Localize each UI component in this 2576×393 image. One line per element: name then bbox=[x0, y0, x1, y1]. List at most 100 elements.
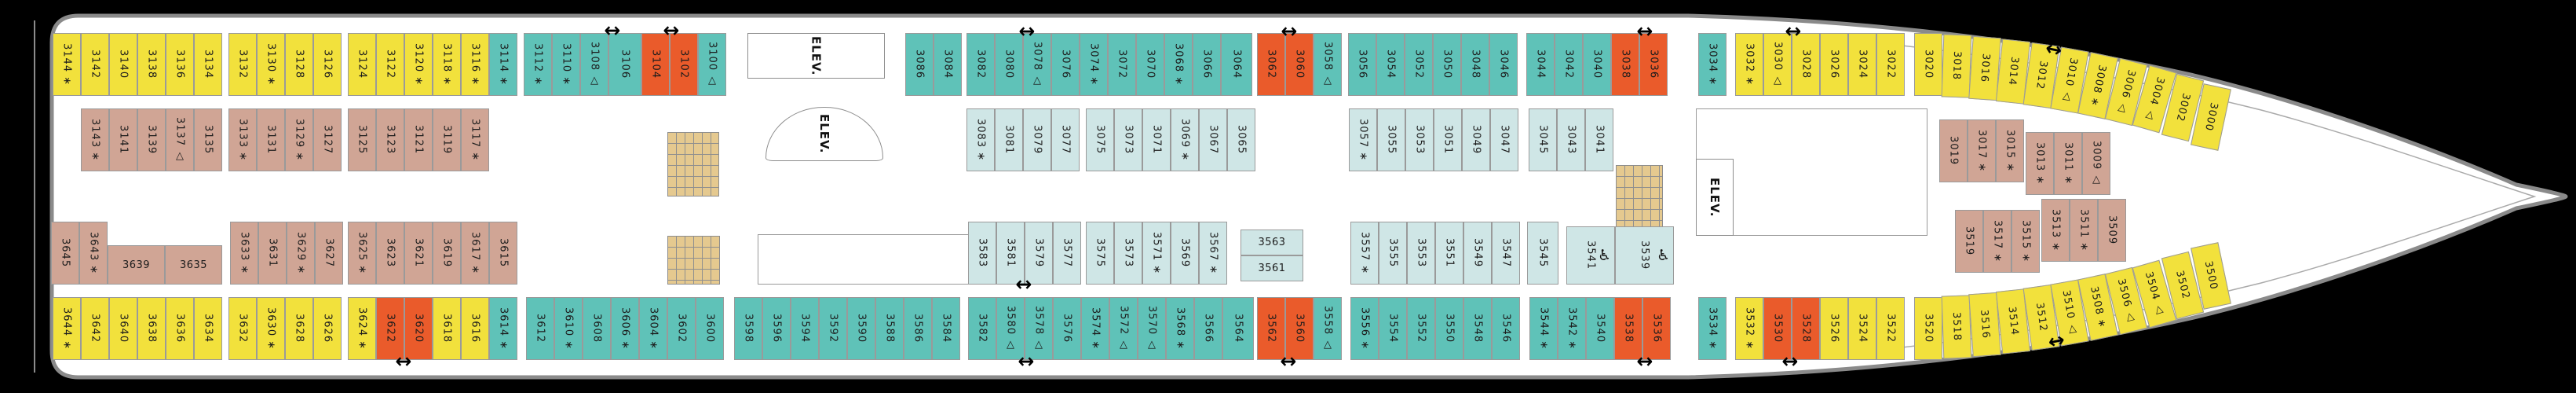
cabin-3102[interactable]: 3102 bbox=[670, 33, 698, 96]
cabin-3136[interactable]: 3136 bbox=[166, 33, 194, 96]
cabin-3608[interactable]: 3608 bbox=[583, 297, 611, 360]
cabin-3644[interactable]: 3644 ∗ bbox=[53, 297, 81, 360]
cabin-3542[interactable]: 3542 ∗ bbox=[1558, 297, 1586, 360]
cabin-3038[interactable]: 3038 bbox=[1611, 33, 1639, 96]
cabin-3541[interactable]: 3541♿ bbox=[1566, 226, 1615, 285]
cabin-3551[interactable]: 3551 bbox=[1435, 222, 1463, 285]
cabin-3554[interactable]: 3554 bbox=[1379, 297, 1407, 360]
cabin-3635[interactable]: 3635 bbox=[165, 245, 222, 285]
cabin-3558[interactable]: 3558 △ bbox=[1314, 297, 1342, 360]
cabin-3509[interactable]: 3509 bbox=[2098, 199, 2126, 262]
cabin-3116[interactable]: 3116 ∗ bbox=[461, 33, 489, 96]
cabin-3019[interactable]: 3019 bbox=[1939, 119, 1968, 182]
cabin-3047[interactable]: 3047 bbox=[1490, 108, 1518, 171]
cabin-3511[interactable]: 3511 ∗ bbox=[2070, 199, 2098, 262]
cabin-3600[interactable]: 3600 bbox=[696, 297, 724, 360]
cabin-3556[interactable]: 3556 ∗ bbox=[1350, 297, 1379, 360]
cabin-3561[interactable]: 3561 bbox=[1240, 255, 1303, 281]
cabin-3517[interactable]: 3517 ∗ bbox=[1983, 210, 2011, 273]
cabin-3119[interactable]: 3119 bbox=[433, 108, 461, 171]
cabin-3610[interactable]: 3610 ∗ bbox=[554, 297, 583, 360]
cabin-3582[interactable]: 3582 bbox=[968, 297, 996, 360]
cabin-3028[interactable]: 3028 bbox=[1792, 33, 1820, 96]
cabin-3571[interactable]: 3571 ∗ bbox=[1142, 222, 1171, 285]
cabin-3022[interactable]: 3022 bbox=[1876, 33, 1905, 96]
cabin-3564[interactable]: 3564 bbox=[1222, 297, 1254, 360]
cabin-3615[interactable]: 3615 bbox=[489, 222, 517, 285]
cabin-3574[interactable]: 3574 ∗ bbox=[1081, 297, 1109, 360]
cabin-3640[interactable]: 3640 bbox=[109, 297, 137, 360]
cabin-3570[interactable]: 3570 △ bbox=[1138, 297, 1166, 360]
cabin-3122[interactable]: 3122 bbox=[376, 33, 404, 96]
cabin-3552[interactable]: 3552 bbox=[1407, 297, 1435, 360]
cabin-3123[interactable]: 3123 bbox=[376, 108, 404, 171]
cabin-3080[interactable]: 3080 bbox=[995, 33, 1023, 96]
cabin-3112[interactable]: 3112 ∗ bbox=[524, 33, 552, 96]
cabin-3631[interactable]: 3631 bbox=[258, 222, 287, 285]
cabin-3584[interactable]: 3584 bbox=[932, 297, 960, 360]
cabin-3043[interactable]: 3043 bbox=[1557, 108, 1585, 171]
cabin-3139[interactable]: 3139 bbox=[137, 108, 166, 171]
cabin-3081[interactable]: 3081 bbox=[995, 108, 1023, 171]
cabin-3104[interactable]: 3104 bbox=[641, 33, 670, 96]
cabin-3579[interactable]: 3579 bbox=[1025, 222, 1053, 285]
cabin-3573[interactable]: 3573 bbox=[1114, 222, 1142, 285]
cabin-3051[interactable]: 3051 bbox=[1434, 108, 1462, 171]
cabin-3117[interactable]: 3117 ∗ bbox=[461, 108, 489, 171]
cabin-3588[interactable]: 3588 bbox=[875, 297, 904, 360]
cabin-3125[interactable]: 3125 bbox=[348, 108, 376, 171]
cabin-3526[interactable]: 3526 bbox=[1820, 297, 1848, 360]
cabin-3134[interactable]: 3134 bbox=[194, 33, 222, 96]
cabin-3569[interactable]: 3569 bbox=[1171, 222, 1199, 285]
cabin-3548[interactable]: 3548 bbox=[1463, 297, 1492, 360]
cabin-3015[interactable]: 3015 ∗ bbox=[1996, 119, 2024, 182]
cabin-3604[interactable]: 3604 ∗ bbox=[639, 297, 667, 360]
cabin-3528[interactable]: 3528 bbox=[1792, 297, 1820, 360]
cabin-3626[interactable]: 3626 bbox=[313, 297, 342, 360]
cabin-3549[interactable]: 3549 bbox=[1463, 222, 1492, 285]
cabin-3623[interactable]: 3623 bbox=[376, 222, 404, 285]
cabin-3120[interactable]: 3120 ∗ bbox=[404, 33, 433, 96]
cabin-3629[interactable]: 3629 ∗ bbox=[287, 222, 315, 285]
cabin-3106[interactable]: 3106 bbox=[608, 33, 641, 96]
cabin-3590[interactable]: 3590 bbox=[847, 297, 875, 360]
cabin-3614[interactable]: 3614 ∗ bbox=[489, 297, 517, 360]
cabin-3592[interactable]: 3592 bbox=[819, 297, 847, 360]
cabin-3140[interactable]: 3140 bbox=[109, 33, 137, 96]
cabin-3079[interactable]: 3079 bbox=[1023, 108, 1051, 171]
cabin-3545[interactable]: 3545 bbox=[1527, 222, 1558, 285]
cabin-3550[interactable]: 3550 bbox=[1435, 297, 1463, 360]
cabin-3011[interactable]: 3011 ∗ bbox=[2054, 132, 2082, 195]
cabin-3131[interactable]: 3131 bbox=[257, 108, 285, 171]
cabin-3083[interactable]: 3083 ∗ bbox=[966, 108, 995, 171]
cabin-3072[interactable]: 3072 bbox=[1108, 33, 1136, 96]
cabin-3645[interactable]: 3645 bbox=[51, 222, 79, 285]
cabin-3538[interactable]: 3538 bbox=[1614, 297, 1642, 360]
cabin-3075[interactable]: 3075 bbox=[1086, 108, 1114, 171]
cabin-3030[interactable]: 3030 △ bbox=[1763, 33, 1792, 96]
cabin-3627[interactable]: 3627 bbox=[315, 222, 343, 285]
cabin-3596[interactable]: 3596 bbox=[762, 297, 791, 360]
cabin-3065[interactable]: 3065 bbox=[1227, 108, 1255, 171]
cabin-3045[interactable]: 3045 bbox=[1529, 108, 1557, 171]
cabin-3084[interactable]: 3084 bbox=[934, 33, 962, 96]
cabin-3036[interactable]: 3036 bbox=[1639, 33, 1668, 96]
cabin-3619[interactable]: 3619 bbox=[433, 222, 461, 285]
cabin-3141[interactable]: 3141 bbox=[109, 108, 137, 171]
cabin-3032[interactable]: 3032 ∗ bbox=[1735, 33, 1763, 96]
cabin-3069[interactable]: 3069 ∗ bbox=[1171, 108, 1199, 171]
cabin-3129[interactable]: 3129 ∗ bbox=[285, 108, 313, 171]
cabin-3555[interactable]: 3555 bbox=[1379, 222, 1407, 285]
cabin-3642[interactable]: 3642 bbox=[81, 297, 109, 360]
cabin-3567[interactable]: 3567 ∗ bbox=[1199, 222, 1227, 285]
cabin-3630[interactable]: 3630 ∗ bbox=[257, 297, 285, 360]
cabin-3634[interactable]: 3634 bbox=[194, 297, 222, 360]
cabin-3566[interactable]: 3566 bbox=[1194, 297, 1222, 360]
cabin-3560[interactable]: 3560 bbox=[1285, 297, 1314, 360]
cabin-3042[interactable]: 3042 bbox=[1555, 33, 1583, 96]
cabin-3563[interactable]: 3563 bbox=[1240, 230, 1303, 255]
cabin-3636[interactable]: 3636 bbox=[166, 297, 194, 360]
cabin-3536[interactable]: 3536 bbox=[1642, 297, 1671, 360]
cabin-3055[interactable]: 3055 bbox=[1377, 108, 1405, 171]
cabin-3577[interactable]: 3577 bbox=[1053, 222, 1081, 285]
